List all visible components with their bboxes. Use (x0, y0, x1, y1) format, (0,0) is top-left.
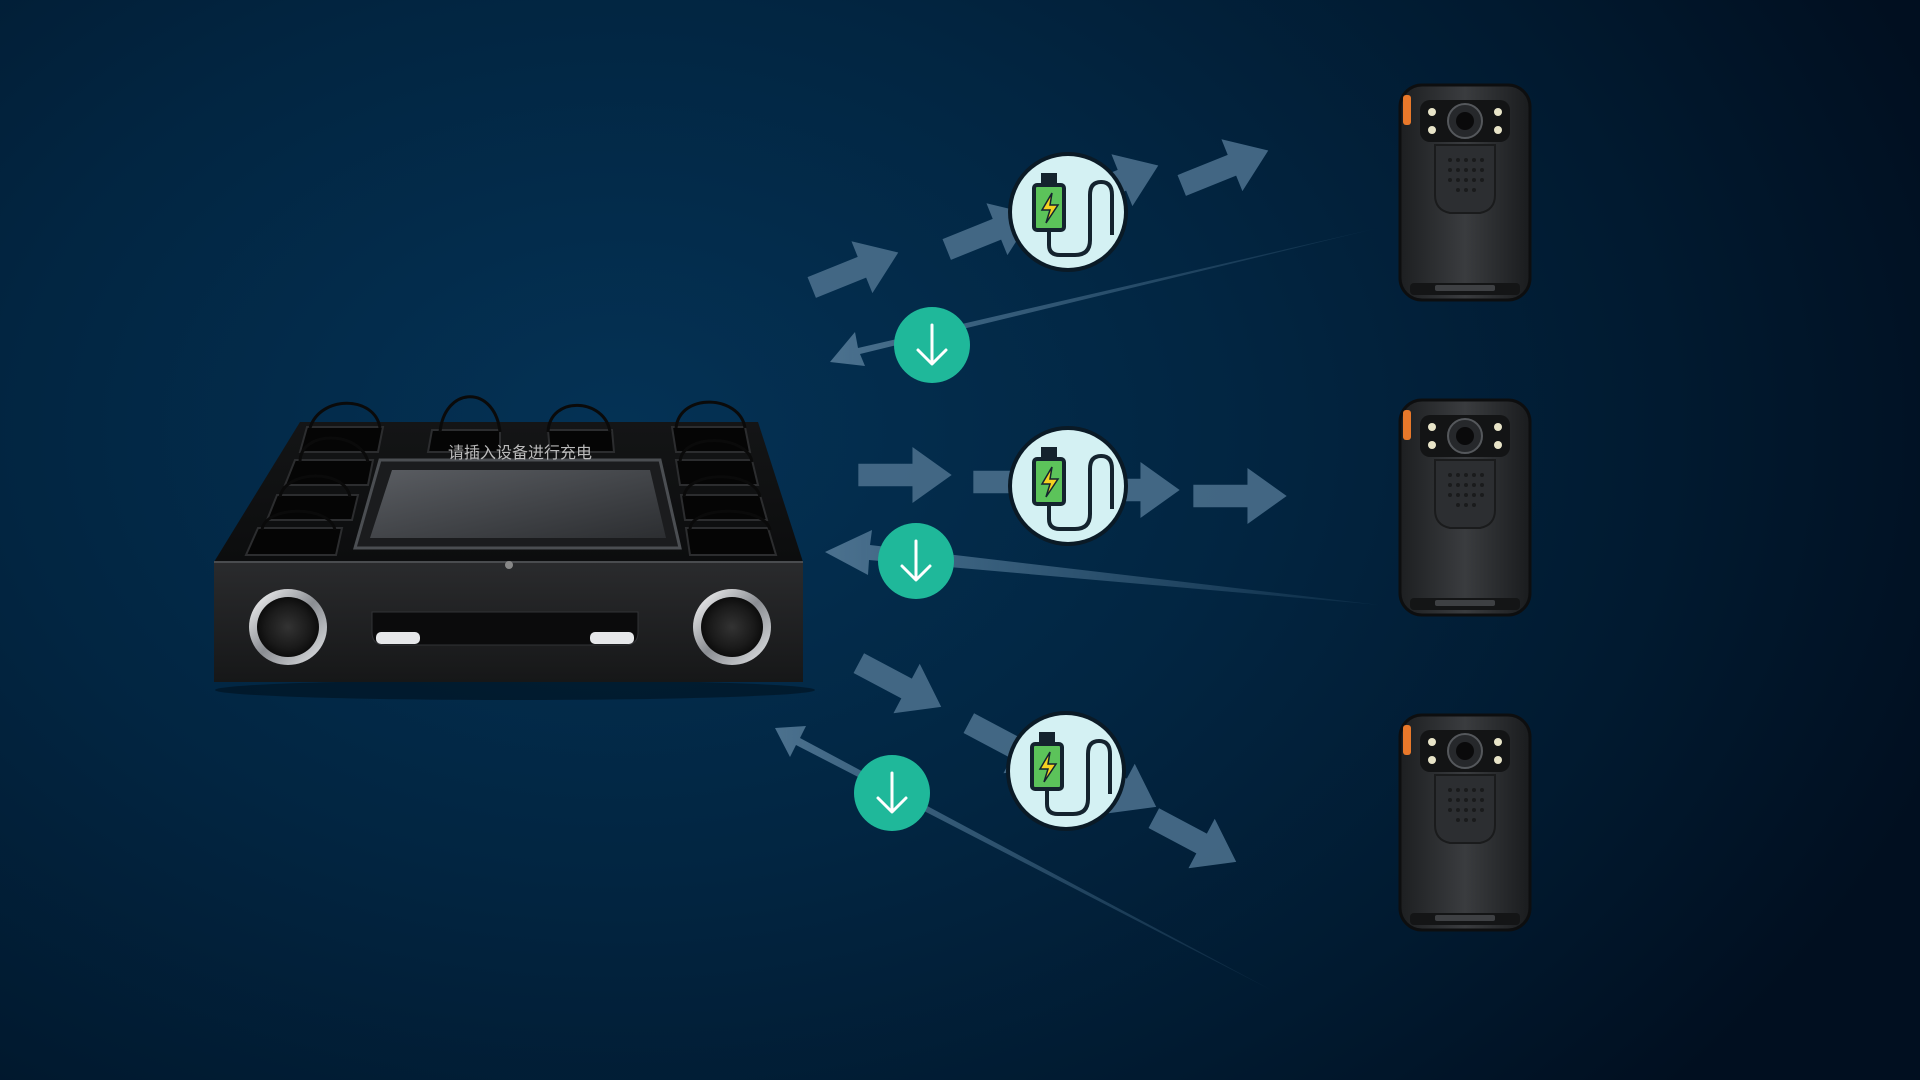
charge-arrow-top-1 (801, 226, 909, 314)
charge-arrow-bot-4 (1140, 793, 1250, 887)
ir-leds (1428, 108, 1502, 134)
download-badge-mid (878, 523, 954, 599)
body-camera-middle (1398, 398, 1532, 617)
charge-badge-top (1008, 152, 1128, 272)
body-camera-bottom (1398, 713, 1532, 932)
charging-station-case: 请插入设备进行充电 (214, 395, 815, 700)
charge-arrow-top-4 (1171, 124, 1279, 212)
charge-arrow-bot-1 (845, 638, 955, 732)
hub-screen-label: 请插入设备进行充电 (448, 443, 592, 462)
carry-handle (371, 611, 639, 646)
ir-leds (1428, 423, 1502, 449)
download-arrow-icon (916, 323, 948, 366)
charging-plug-icon (1032, 173, 1114, 257)
body-camera-top (1398, 83, 1532, 302)
charge-badge-bot (1006, 711, 1126, 831)
download-badge-top (894, 307, 970, 383)
download-arrow-icon (900, 539, 932, 582)
speaker-left (249, 589, 327, 665)
charging-plug-icon (1032, 447, 1114, 531)
device-slots-left (244, 426, 616, 556)
charging-cables (260, 395, 772, 531)
speaker-right (693, 589, 771, 665)
charge-badge-mid (1008, 426, 1128, 546)
charge-arrow-mid-4 (1193, 468, 1287, 524)
download-beams (775, 228, 1380, 992)
download-arrow-icon (876, 771, 908, 814)
download-badge-bot (854, 755, 930, 831)
hub-power-button (505, 561, 513, 569)
charge-arrow-mid-1 (858, 447, 952, 503)
ir-leds (1428, 738, 1502, 764)
charging-plug-icon (1030, 732, 1112, 816)
